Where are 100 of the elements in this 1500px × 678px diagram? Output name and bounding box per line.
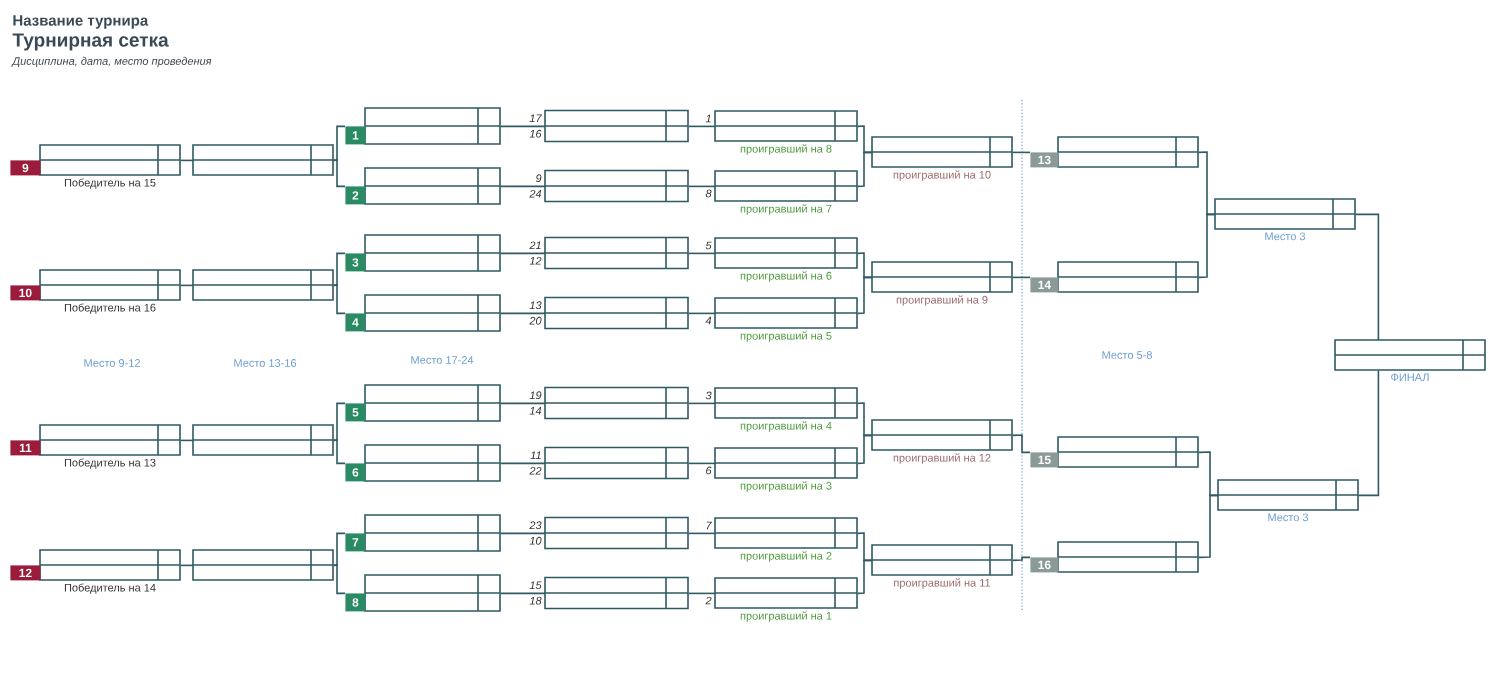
match-box: 13 20 [529, 296, 689, 330]
connector-line [1012, 556, 1031, 562]
connector-line [1198, 213, 1216, 279]
match-box [192, 269, 334, 301]
node-label: 24 [529, 189, 542, 198]
match-box: 15 [1030, 436, 1199, 468]
match-box: 19 14 [529, 386, 689, 420]
connector-line [500, 592, 546, 595]
node-label: 8 [352, 598, 359, 607]
node-label: Победитель на 14 [64, 583, 156, 594]
match-box: 6 [345, 444, 501, 482]
match-box: 10 [10, 269, 181, 301]
connector-line [333, 284, 346, 315]
connector-line [333, 564, 346, 595]
match-box: 7 [706, 517, 858, 549]
node-label: проигравший на 3 [740, 481, 832, 492]
connector-line [180, 159, 194, 162]
node-label: 13 [529, 301, 542, 310]
match-box [192, 144, 334, 176]
node-label: проигравший на 9 [896, 295, 988, 306]
match-box: 12 [10, 549, 181, 581]
node-label: 21 [529, 241, 541, 250]
connector-line [857, 151, 873, 188]
connector-line [500, 462, 546, 465]
connector-line [333, 402, 346, 442]
node-label: 16 [1038, 560, 1051, 570]
connector-line [688, 402, 716, 405]
column-label: Место 17-24 [411, 356, 474, 364]
node-label: 7 [352, 538, 359, 547]
connector-line [688, 312, 716, 315]
match-box: 7 [345, 514, 501, 552]
node-label: 14 [1038, 280, 1052, 290]
match-box: 2 [705, 577, 858, 609]
node-label: проигравший на 5 [740, 331, 832, 342]
match-box: 15 18 [529, 576, 689, 610]
column-label: Место 13-16 [234, 359, 297, 367]
node-label: 5 [352, 408, 359, 417]
node-label: проигравший на 4 [740, 421, 832, 432]
match-box: 5 [345, 384, 501, 422]
column-label: Место 5-8 [1102, 351, 1152, 359]
connector-line [333, 532, 346, 567]
node-label: проигравший на 7 [740, 204, 832, 215]
node-label: ФИНАЛ [1391, 373, 1429, 382]
connector-line [1012, 151, 1031, 154]
node-label: 23 [529, 521, 542, 530]
match-box: 1 [345, 107, 501, 145]
connector-line [500, 252, 546, 255]
node-label: проигравший на 6 [740, 271, 832, 282]
match-box [192, 549, 334, 581]
match-box: 23 10 [529, 516, 689, 550]
connector-line [857, 276, 873, 315]
node-label: 1 [352, 131, 359, 140]
match-box: 6 [706, 447, 858, 479]
node-label: 4 [352, 318, 359, 327]
node-label: 22 [529, 466, 542, 475]
connector-line [180, 564, 194, 567]
match-box: 17 16 [529, 109, 689, 143]
node-label: 13 [1038, 155, 1051, 165]
node-label: проигравший на 11 [894, 578, 991, 589]
match-box: 2 [345, 167, 501, 205]
node-label: Место 3 [1265, 232, 1306, 241]
node-label: проигравший на 10 [893, 170, 991, 181]
connector-line [1012, 276, 1031, 279]
connector-line [333, 252, 346, 287]
node-label: Место 3 [1268, 513, 1309, 522]
match-box: 5 [705, 237, 858, 269]
match-box: 13 [1030, 136, 1199, 168]
connector-line [500, 312, 546, 315]
connector-line [500, 125, 546, 128]
connector-line [1358, 370, 1380, 497]
node-label: 2 [352, 191, 359, 200]
event-details: Дисциплина, дата, место проведения [11, 56, 212, 68]
match-box: 4 [345, 294, 501, 332]
node-label: 19 [529, 391, 542, 400]
match-box: 8 [345, 574, 501, 612]
node-label: Победитель на 13 [64, 458, 156, 469]
match-box [192, 424, 334, 456]
node-label: Победитель на 16 [64, 303, 156, 314]
match-box: 8 [705, 170, 858, 202]
connector-line [500, 185, 546, 188]
column-label: Место 9-12 [84, 359, 140, 367]
node-label: 10 [529, 536, 542, 545]
connector-line [688, 185, 716, 188]
match-box: 3 [345, 234, 501, 272]
connector-line [688, 125, 716, 128]
match-box: 16 [1030, 541, 1199, 573]
match-box: 3 [705, 387, 858, 419]
node-label: 16 [529, 129, 542, 138]
match-box: 4 [705, 297, 858, 329]
match-box: 21 12 [529, 236, 689, 270]
connector-line [857, 434, 873, 465]
node-label: 9 [535, 174, 542, 183]
tournament-name: Название турнира [13, 15, 149, 29]
connector-line [688, 462, 716, 465]
match-box: 14 [1030, 261, 1199, 293]
node-label: 11 [530, 451, 541, 460]
node-label: проигравший на 1 [740, 611, 832, 622]
node-label: 15 [1038, 455, 1051, 465]
connector-line [180, 439, 194, 442]
connector-line [333, 439, 346, 465]
